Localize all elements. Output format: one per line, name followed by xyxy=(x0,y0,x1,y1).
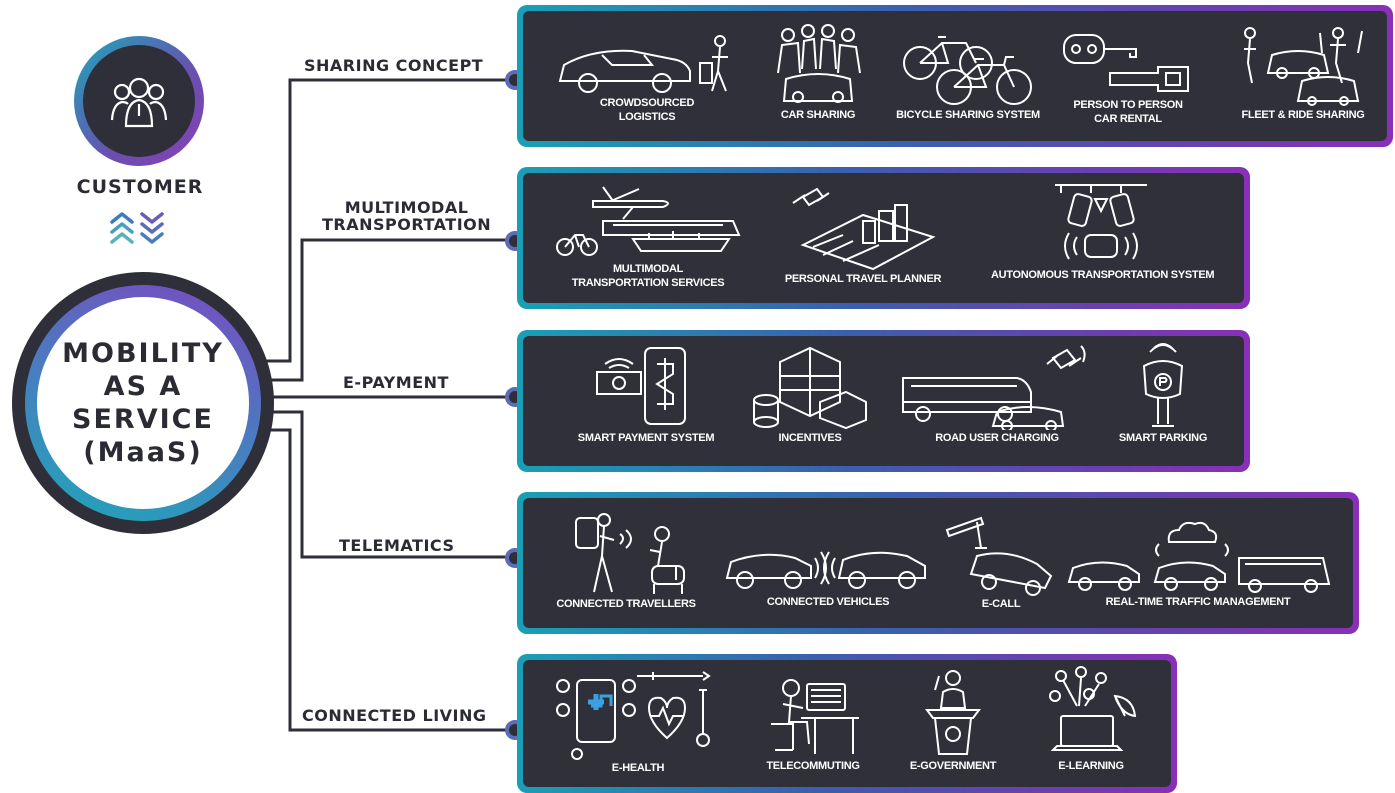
item-smart-payment: SMART PAYMENT SYSTEM xyxy=(571,344,721,444)
panel-telematics: CONNECTED TRAVELLERS CONNECTED VEHICLES … xyxy=(517,492,1359,634)
travellers-icon xyxy=(575,513,685,594)
branch-label-living: CONNECTED LIVING xyxy=(302,706,487,725)
item-e-government: E-GOVERNMENT xyxy=(898,668,1008,772)
item-car-sharing: CAR SHARING xyxy=(763,23,873,121)
group-people-icon xyxy=(110,77,168,128)
parking-meter-icon xyxy=(1142,343,1184,427)
branch-label-multimodal: MULTIMODAL TRANSPORTATION xyxy=(322,198,492,234)
bus-car-satellite-icon xyxy=(902,345,1086,430)
item-fleet-ride-sharing: FLEET & RIDE SHARING xyxy=(1233,23,1373,121)
up-down-arrows-icon xyxy=(110,212,164,244)
maas-title-line-4: (MaaS) xyxy=(83,437,203,468)
item-multimodal-services: MULTIMODAL TRANSPORTATION SERVICES xyxy=(553,181,743,289)
tow-crane-car-icon xyxy=(945,516,1053,596)
city-map-satellite-icon xyxy=(792,187,936,271)
buildings-coins-icon xyxy=(753,346,867,430)
item-bicycle-sharing: BICYCLE SHARING SYSTEM xyxy=(893,29,1043,121)
laptop-learning-icon xyxy=(1049,666,1137,751)
item-road-user-charging: ROAD USER CHARGING xyxy=(897,342,1097,444)
line-living xyxy=(262,428,512,732)
item-connected-travellers: CONNECTED TRAVELLERS xyxy=(551,510,701,610)
item-e-learning: E-LEARNING xyxy=(1031,666,1151,772)
item-autonomous-transportation: AUTONOMOUS TRANSPORTATION SYSTEM xyxy=(991,179,1215,281)
maas-circle: MOBILITY AS A SERVICE (MaaS) xyxy=(12,272,274,534)
maas-title-line-1: MOBILITY xyxy=(62,338,224,369)
item-e-health: E-HEALTH xyxy=(553,666,723,774)
person-at-desk-icon xyxy=(771,679,859,754)
item-e-call: E-CALL xyxy=(931,508,1071,610)
maas-title-line-2: AS A xyxy=(103,371,183,402)
cloud-cars-bus-icon xyxy=(1067,521,1331,593)
panel-sharing-concept: CROWDSOURCED LOGISTICS CAR SHARING BICYC… xyxy=(517,5,1393,147)
health-phone-icon xyxy=(556,671,711,760)
plane-train-ship-icon xyxy=(556,186,741,256)
item-realtime-traffic: REAL-TIME TRAFFIC MANAGEMENT xyxy=(1063,518,1333,608)
branch-label-epayment: E-PAYMENT xyxy=(343,373,449,392)
group-with-car-icon xyxy=(777,24,861,103)
panel-multimodal: MULTIMODAL TRANSPORTATION SERVICES PERSO… xyxy=(517,167,1250,309)
item-personal-travel-planner: PERSONAL TRAVEL PLANNER xyxy=(778,185,948,285)
phone-payment-icon xyxy=(596,347,686,425)
fleet-people-icon xyxy=(1244,27,1363,106)
maas-title-line-3: SERVICE xyxy=(72,404,214,435)
bicycles-icon xyxy=(903,36,1032,105)
item-telecommuting: TELECOMMUTING xyxy=(753,674,873,772)
item-connected-vehicles: CONNECTED VEHICLES xyxy=(723,528,933,608)
speaker-podium-icon xyxy=(925,670,981,755)
connected-cars-icon xyxy=(725,551,926,589)
autonomous-car-icon xyxy=(1055,184,1147,260)
customer-label: CUSTOMER xyxy=(76,176,204,198)
panel-epayment: SMART PAYMENT SYSTEM INCENTIVES ROAD USE… xyxy=(517,330,1250,472)
branch-label-telematics: TELEMATICS xyxy=(339,536,455,555)
item-crowdsourced-logistics: CROWDSOURCED LOGISTICS xyxy=(547,31,747,123)
line-multimodal xyxy=(266,238,512,382)
branch-label-sharing: SHARING CONCEPT xyxy=(304,56,484,75)
customer-circle xyxy=(74,36,204,166)
item-smart-parking: SMART PARKING xyxy=(1108,340,1218,444)
car-with-traveller-icon xyxy=(558,35,728,93)
item-incentives: INCENTIVES xyxy=(745,342,875,444)
car-key-icon xyxy=(1063,34,1189,92)
item-person-to-person: PERSON TO PERSON CAR RENTAL xyxy=(1058,29,1198,125)
panel-connected-living: E-HEALTH TELECOMMUTING E-GOVERNMENT xyxy=(517,654,1177,793)
